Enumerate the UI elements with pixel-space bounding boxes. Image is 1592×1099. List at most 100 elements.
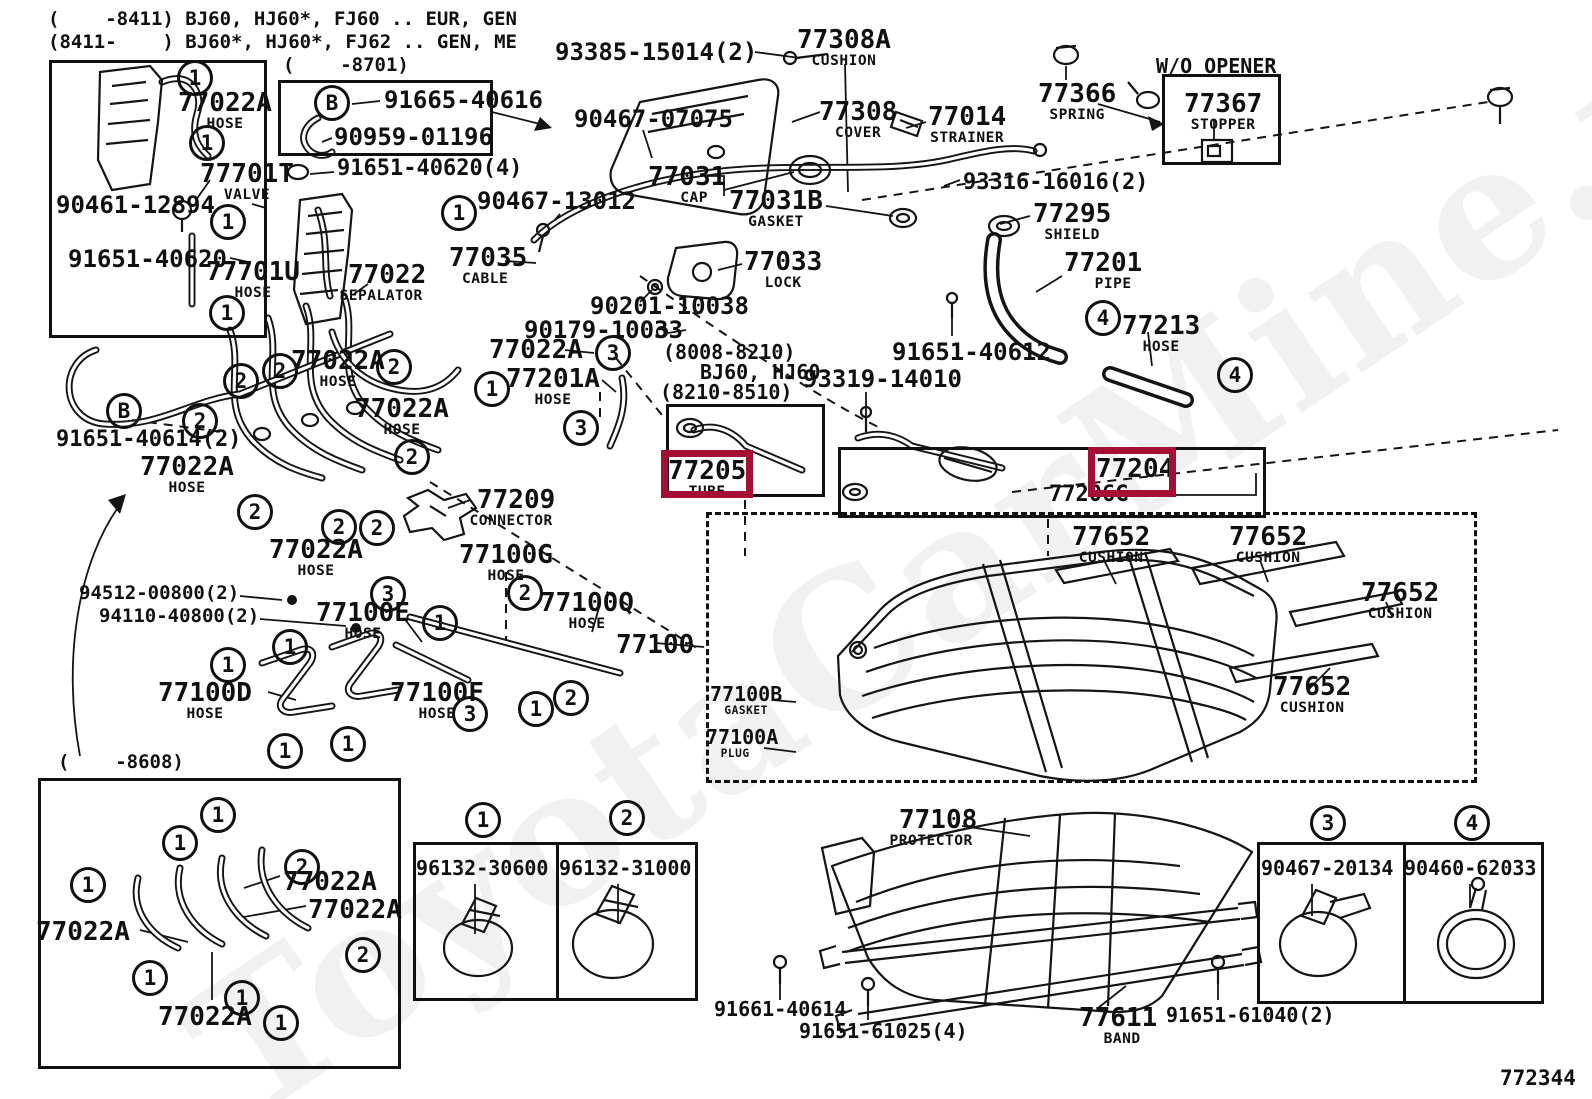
part-number: 93385-15014(2) bbox=[555, 38, 758, 66]
part-number: (8411- ) BJ60*, HJ60*, FJ62 .. GEN, ME bbox=[48, 31, 517, 53]
part-label: 77100 bbox=[616, 632, 694, 658]
part-sublabel: CUSHION bbox=[1078, 549, 1144, 566]
part-number: 77022A bbox=[36, 917, 130, 947]
clamp-legend-artwork bbox=[442, 876, 1516, 980]
callout-2: 2 bbox=[223, 363, 259, 399]
part-sublabel: PLUG bbox=[720, 747, 750, 760]
callout-1: 1 bbox=[465, 802, 501, 838]
callout-1: 1 bbox=[330, 726, 366, 762]
part-label: 77022A bbox=[489, 337, 583, 363]
callout-2: 2 bbox=[609, 800, 645, 836]
part-number: 77652 bbox=[1361, 578, 1440, 608]
part-label: 91651-40620 bbox=[68, 247, 227, 271]
arrowhead bbox=[534, 117, 552, 131]
part-sublabel: BAND bbox=[1103, 1030, 1141, 1047]
part-number: 90467-13012 bbox=[477, 187, 636, 215]
diagram-number: 772344 bbox=[1500, 1066, 1576, 1090]
part-number: 91651-61025(4) bbox=[799, 1019, 968, 1043]
part-number: 77204 bbox=[1096, 454, 1175, 484]
part-sublabel: SPRING bbox=[1049, 106, 1105, 123]
part-number: 77022A bbox=[291, 346, 385, 376]
protector-artwork bbox=[820, 811, 1254, 1014]
part-label: 94512-00800(2) bbox=[79, 584, 239, 603]
highlight-box-77204 bbox=[1088, 447, 1176, 497]
part-number: 91661-40614 bbox=[714, 997, 847, 1021]
part-number: 77022A bbox=[489, 335, 583, 365]
part-number: ( -8701) bbox=[283, 54, 409, 76]
part-sublabel: CUSHION bbox=[1279, 699, 1345, 716]
callout-1: 1 bbox=[210, 647, 246, 683]
part-label: 90467-20134 bbox=[1261, 858, 1393, 878]
part-sublabel: HOSE bbox=[344, 625, 382, 642]
part-number: 91651-40620 bbox=[68, 245, 227, 273]
part-number: 77108 bbox=[899, 805, 978, 835]
part-sublabel: CUSHION bbox=[1367, 605, 1433, 622]
part-number: 77100 bbox=[616, 630, 695, 660]
callout-1: 1 bbox=[210, 204, 246, 240]
part-number: 77308 bbox=[819, 97, 898, 127]
part-sublabel: HOSE bbox=[568, 615, 606, 632]
part-number: 77652 bbox=[1072, 522, 1151, 552]
part-sublabel: SHIELD bbox=[1044, 226, 1100, 243]
part-sublabel: CUSHION bbox=[811, 52, 877, 69]
part-sublabel: PIPE bbox=[1094, 275, 1132, 292]
callout-1: 1 bbox=[267, 733, 303, 769]
callout-3: 3 bbox=[452, 696, 488, 732]
part-number: 94512-00800(2) bbox=[79, 582, 240, 604]
callout-2: 2 bbox=[321, 509, 357, 545]
part-label: 96132-31000 bbox=[559, 858, 691, 878]
filler-pipe-artwork bbox=[983, 232, 1194, 408]
part-number: 77209 bbox=[477, 485, 556, 515]
callout-4: 4 bbox=[1085, 300, 1121, 336]
part-label: 93316-16016(2) bbox=[963, 172, 1148, 194]
part-number: 90959-01196 bbox=[334, 123, 493, 151]
part-number: 94110-40800(2) bbox=[99, 605, 260, 627]
part-number: 96132-30600 bbox=[416, 856, 549, 880]
part-number: 91651-40612 bbox=[892, 338, 1051, 366]
callout-1: 1 bbox=[272, 629, 308, 665]
cushion-artwork bbox=[1054, 540, 1404, 684]
part-number: 77022 bbox=[348, 260, 427, 290]
part-label: BJ60, HJ60 bbox=[700, 362, 820, 382]
part-label: 90467-13012 bbox=[477, 189, 636, 213]
dashed-lines bbox=[131, 101, 1559, 651]
part-sublabel: SEPALATOR bbox=[339, 287, 423, 304]
part-sublabel: HOSE bbox=[319, 373, 357, 390]
curved-arrow bbox=[71, 501, 123, 757]
callout-3: 3 bbox=[595, 335, 631, 371]
part-number: 77031 bbox=[648, 162, 727, 192]
callout-4: 4 bbox=[1454, 805, 1490, 841]
part-number: 77701U bbox=[206, 257, 300, 287]
part-number: 77611 bbox=[1079, 1003, 1158, 1033]
part-label: 90201-10038 bbox=[590, 294, 749, 318]
part-number: 93319-14010 bbox=[803, 365, 962, 393]
callout-2: 2 bbox=[345, 937, 381, 973]
part-label: ( -8411) BJ60, HJ60*, FJ60 .. EUR, GEN bbox=[48, 10, 517, 29]
callout-B: B bbox=[106, 393, 142, 429]
callout-2: 2 bbox=[359, 510, 395, 546]
part-label: W/O OPENER bbox=[1156, 56, 1276, 76]
part-sublabel: GASKET bbox=[748, 213, 804, 230]
part-number: 77308A bbox=[797, 25, 891, 55]
callout-2: 2 bbox=[553, 680, 589, 716]
part-label: 90959-01196 bbox=[334, 125, 493, 149]
pre-8608-box bbox=[38, 778, 401, 1069]
